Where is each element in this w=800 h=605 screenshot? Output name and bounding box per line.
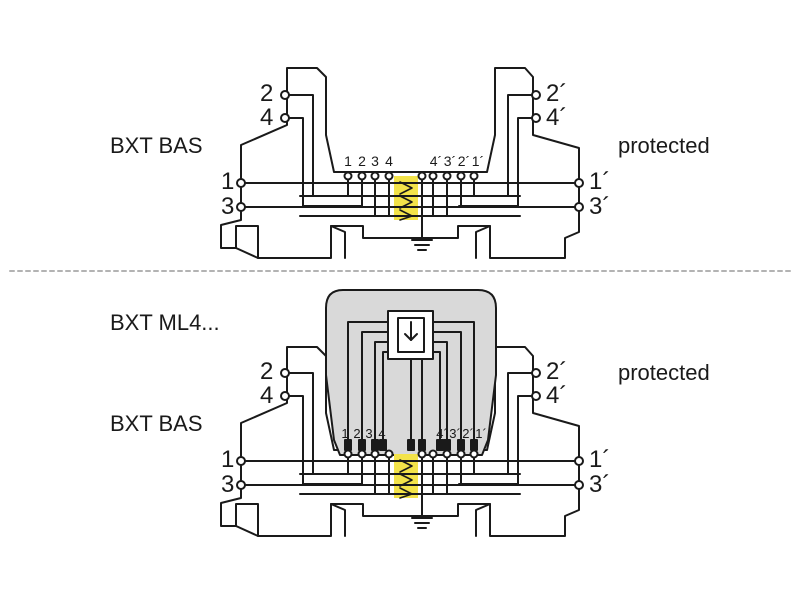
top-terminal-label-3p: 3´	[589, 193, 611, 220]
top-housing-outline	[220, 67, 580, 259]
top-wire-2p	[472, 94, 537, 197]
bottom-terminal-label-3p: 3´	[589, 471, 611, 498]
top-contact-label-4p: 4´	[430, 153, 442, 169]
top-terminal-label-1p: 1´	[589, 168, 611, 195]
top-ground-symbol-icon	[411, 227, 433, 251]
top-contact-label-1: 1	[344, 153, 352, 169]
bottom-terminal-label-1: 1	[221, 446, 235, 473]
bottom-contact-label-1p: 1´	[475, 426, 487, 441]
top-contact-label-3p: 3´	[444, 153, 456, 169]
top-contact-label-1p: 1´	[472, 153, 484, 169]
bottom-protection-element-icon	[399, 459, 413, 499]
bottom-panel: 1 2 3 4 4´ 3´ 2´ 1´	[220, 289, 584, 537]
terminal-circle-icon	[531, 90, 541, 100]
top-contact-dots	[343, 171, 479, 181]
bottom-contact-label-2p: 2´	[462, 426, 474, 441]
top-terminal-label-3: 3	[221, 193, 235, 220]
top-wire-2	[284, 94, 349, 197]
bottom-terminal-label-2p: 2´	[546, 358, 568, 385]
top-protection-element-icon	[399, 181, 413, 221]
terminal-circle-icon	[574, 456, 584, 466]
top-contact-label-3: 3	[371, 153, 379, 169]
bottom-terminal-label-3: 3	[221, 471, 235, 498]
top-terminal-label-2p: 2´	[546, 80, 568, 107]
bottom-terminal-label-1p: 1´	[589, 446, 611, 473]
bottom-contact-drops	[347, 453, 475, 507]
top-protected-label: protected	[618, 133, 710, 158]
top-wire-4p	[458, 117, 537, 207]
top-contact-label-2p: 2´	[458, 153, 470, 169]
bottom-ground-symbol-icon	[411, 505, 433, 529]
terminal-circle-icon	[280, 90, 290, 100]
bottom-terminal-label-4p: 4´	[546, 382, 568, 409]
terminal-circle-icon	[236, 480, 246, 490]
bottom-terminal-label-2: 2	[260, 358, 274, 385]
bottom-terminal-circles	[236, 368, 584, 490]
top-terminal-label-2: 2	[260, 80, 274, 107]
top-contact-label-4: 4	[385, 153, 393, 169]
top-contact-label-2: 2	[358, 153, 366, 169]
bottom-contact-plugs	[344, 439, 478, 451]
top-terminal-label-4p: 4´	[546, 104, 568, 131]
bottom-contact-label-4: 4	[378, 426, 385, 441]
module-protection-element-icon	[404, 321, 418, 341]
terminal-circle-icon	[236, 456, 246, 466]
terminal-circle-icon	[531, 113, 541, 123]
terminal-circle-icon	[280, 391, 290, 401]
terminal-circle-icon	[531, 391, 541, 401]
top-foot-mid-right	[475, 225, 491, 259]
bottom-contact-label-1: 1	[341, 426, 348, 441]
terminal-circle-icon	[236, 178, 246, 188]
terminal-circle-icon	[574, 178, 584, 188]
bottom-foot-mid-right	[475, 503, 491, 537]
top-foot-mid-left	[330, 225, 346, 259]
terminal-circle-icon	[280, 113, 290, 123]
top-terminal-label-4: 4	[260, 104, 274, 131]
terminal-circle-icon	[280, 368, 290, 378]
bottom-contact-dots	[343, 449, 479, 459]
top-contact-labels: 1 2 3 4 4´ 3´ 2´ 1´	[344, 153, 484, 169]
terminal-circle-icon	[574, 202, 584, 212]
bottom-module-label: BXT ML4...	[110, 310, 220, 335]
top-terminal-circles	[236, 90, 584, 212]
bottom-contact-label-3p: 3´	[449, 426, 461, 441]
top-device-label: BXT BAS	[110, 133, 203, 158]
bottom-contact-label-4p: 4´	[436, 426, 448, 441]
top-contact-drops	[347, 175, 475, 229]
bottom-device-label: BXT BAS	[110, 411, 203, 436]
top-panel: 1 2 3 4 4´ 3´ 2´ 1´	[220, 67, 584, 259]
terminal-circle-icon	[236, 202, 246, 212]
bottom-contact-label-3: 3	[365, 426, 372, 441]
bottom-contact-label-2: 2	[353, 426, 360, 441]
bottom-terminal-label-4: 4	[260, 382, 274, 409]
bottom-contact-labels: 1 2 3 4 4´ 3´ 2´ 1´	[341, 426, 486, 441]
top-foot-left-detail	[235, 225, 259, 259]
terminal-circle-icon	[574, 480, 584, 490]
bottom-housing-outline	[220, 346, 580, 537]
terminal-circle-icon	[531, 368, 541, 378]
bottom-foot-mid-left	[330, 503, 346, 537]
module-wires	[347, 321, 475, 441]
bottom-foot-left-detail	[235, 503, 259, 537]
top-terminal-label-1: 1	[221, 168, 235, 195]
bottom-protected-label: protected	[618, 360, 710, 385]
